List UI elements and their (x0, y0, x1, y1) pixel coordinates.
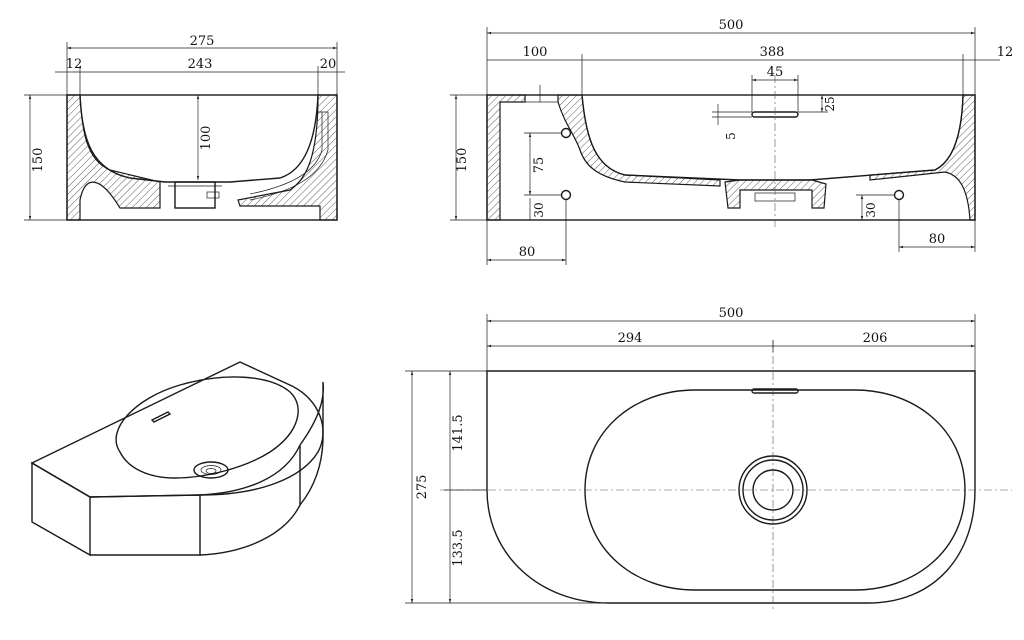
isometric-front-face (31, 461, 91, 557)
front-bowl-width-label: 388 (760, 45, 785, 60)
front-left-offset-label: 100 (523, 45, 548, 60)
front-right-wall-label: 12 (997, 45, 1014, 60)
top-overall-width-label: 500 (719, 306, 744, 321)
top-view-overflow-slot (751, 388, 799, 394)
front-overflow-width-label: 45 (767, 65, 784, 80)
side-bowl-width-label: 243 (188, 57, 213, 72)
top-view: 500 294 206 275 141.5 133.5 (405, 306, 1012, 612)
top-view-outline (486, 370, 976, 604)
isometric-drain (193, 461, 229, 479)
side-view-drain (174, 181, 216, 209)
front-view-drain (724, 179, 827, 209)
side-view: 275 12 243 20 150 100 (24, 34, 345, 221)
front-view: 500 100 388 12 45 25 5 150 75 30 30 (450, 18, 1013, 265)
side-left-wall-label: 12 (66, 57, 83, 72)
isometric-bowl-rim (115, 376, 299, 479)
front-overflow-top-label: 25 (823, 96, 837, 111)
front-view-section-right (869, 94, 976, 221)
front-hole-bottom-left-label: 30 (532, 202, 546, 217)
front-overall-width-label: 500 (719, 18, 744, 33)
front-height-label: 150 (455, 148, 470, 173)
top-drain-to-front-label: 133.5 (451, 529, 466, 566)
top-view-bowl-rim (584, 389, 966, 591)
top-back-to-drain-label: 141.5 (451, 414, 466, 451)
front-right-hole-offset-label: 80 (929, 232, 946, 247)
top-left-to-drain-label: 294 (618, 331, 643, 346)
side-right-wall-label: 20 (320, 57, 337, 72)
front-view-section-left (486, 94, 526, 221)
top-drain-to-right-label: 206 (863, 331, 888, 346)
side-overall-width-label: 275 (190, 34, 215, 49)
side-view-section-right (237, 94, 338, 221)
top-depth-label: 275 (415, 475, 430, 500)
isometric-view (30, 361, 325, 557)
isometric-top-outline (30, 361, 324, 498)
side-bowl-depth-label: 100 (199, 126, 214, 151)
front-overflow-height-label: 5 (724, 132, 738, 140)
front-hole-spacing-label: 75 (532, 157, 547, 174)
side-height-label: 150 (31, 148, 46, 173)
front-view-hole-lower (560, 189, 572, 201)
front-view-hole-upper (560, 127, 572, 139)
front-left-hole-offset-label: 80 (519, 245, 536, 260)
front-view-hole-right (893, 189, 905, 201)
front-hole-bottom-right-label: 30 (864, 202, 878, 217)
front-view-bowl-contour (581, 94, 964, 181)
